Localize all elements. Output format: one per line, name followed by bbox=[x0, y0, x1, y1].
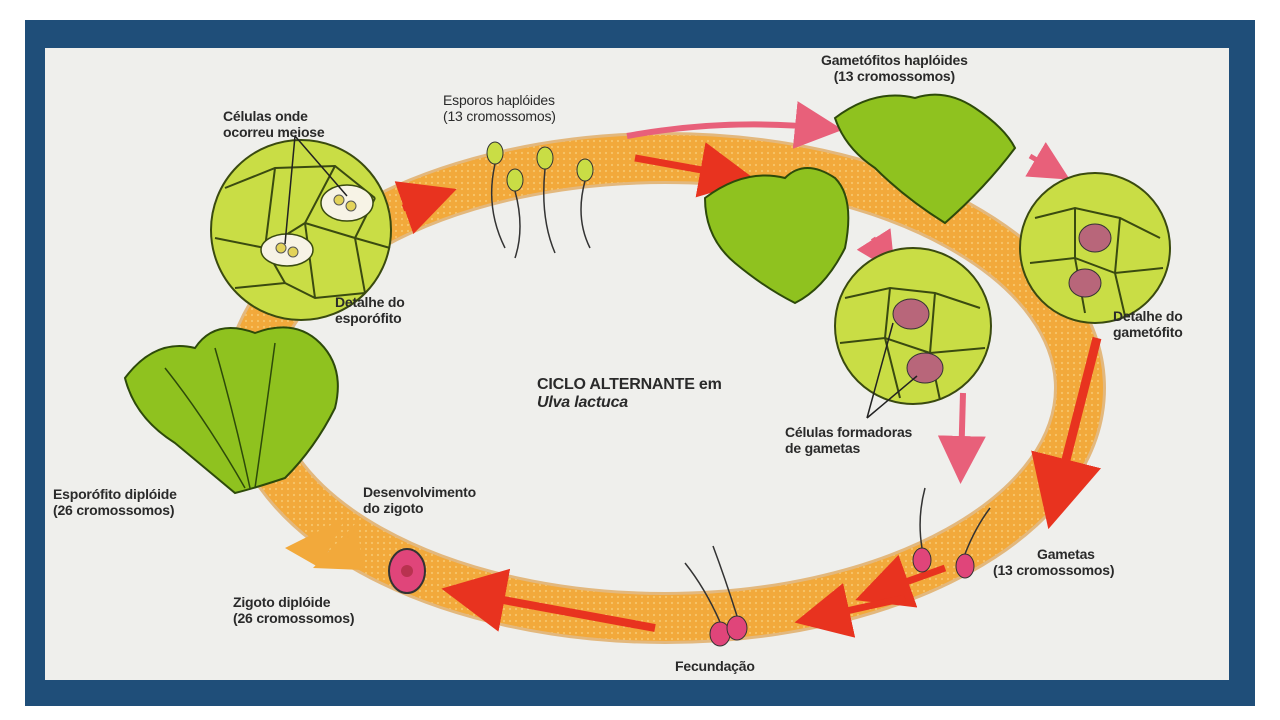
gametes-drawing bbox=[912, 487, 991, 579]
label-zigoto-line2: (26 cromossomos) bbox=[233, 610, 355, 626]
label-esporofito-line1: Esporófito diplóide bbox=[53, 486, 177, 502]
label-esporofito-line2: (26 cromossomos) bbox=[53, 502, 175, 518]
label-detalhe-esporofito-line2: esporófito bbox=[335, 310, 402, 326]
cycle-title-line2: Ulva lactuca bbox=[537, 394, 628, 411]
label-detalhe-esporofito-line1: Detalhe do bbox=[335, 294, 405, 310]
label-celulas-formadoras-line1: Células formadoras bbox=[785, 424, 913, 440]
label-celulas-formadoras-line2: de gametas bbox=[785, 440, 861, 456]
red-flow-arrows bbox=[394, 142, 1102, 638]
label-fecundacao: Fecundação bbox=[675, 658, 755, 674]
life-cycle-drawing bbox=[123, 93, 1171, 647]
label-celulas-formadoras: Células formadoras de gametas bbox=[785, 424, 912, 456]
label-celulas-meiose: Células onde ocorreu meiose bbox=[223, 108, 325, 140]
gametophyte-thalli bbox=[703, 93, 1017, 305]
label-gametofitos: Gametófitos haplóides (13 cromossomos) bbox=[821, 52, 968, 84]
diagram-canvas: CICLO ALTERNANTE em Ulva lactuca Células… bbox=[45, 48, 1229, 680]
cycle-title-line1: CICLO ALTERNANTE em bbox=[537, 376, 722, 393]
label-gametas: Gametas (13 cromossomos) bbox=[993, 546, 1114, 578]
label-gametofitos-line1: Gametófitos haplóides bbox=[821, 52, 968, 68]
label-fecundacao-text: Fecundação bbox=[675, 658, 755, 674]
label-esporos: Esporos haplóides (13 cromossomos) bbox=[443, 92, 556, 124]
zygote-drawing bbox=[388, 548, 426, 594]
label-detalhe-esporofito: Detalhe do esporófito bbox=[335, 294, 405, 326]
label-esporofito-diploide: Esporófito diplóide (26 cromossomos) bbox=[53, 486, 177, 518]
sporophyte-detail-circle bbox=[210, 135, 392, 321]
label-esporos-line2: (13 cromossomos) bbox=[443, 108, 556, 124]
label-gametas-line1: Gametas bbox=[1037, 546, 1095, 562]
gametophyte-detail-circles bbox=[834, 172, 1171, 419]
label-celulas-meiose-line2: ocorreu meiose bbox=[223, 124, 325, 140]
label-zigoto: Zigoto diplóide (26 cromossomos) bbox=[233, 594, 354, 626]
label-celulas-meiose-line1: Células onde bbox=[223, 108, 308, 124]
label-gametofitos-line2: (13 cromossomos) bbox=[833, 68, 955, 84]
cycle-title: CICLO ALTERNANTE em Ulva lactuca bbox=[537, 376, 722, 412]
label-detalhe-gametofito-line2: gametófito bbox=[1113, 324, 1183, 340]
spores-drawing bbox=[486, 141, 594, 259]
label-desenvolvimento: Desenvolvimento do zigoto bbox=[363, 484, 476, 516]
label-gametas-line2: (13 cromossomos) bbox=[993, 562, 1115, 578]
label-desenvolvimento-line1: Desenvolvimento bbox=[363, 484, 476, 500]
label-zigoto-line1: Zigoto diplóide bbox=[233, 594, 331, 610]
label-detalhe-gametofito: Detalhe do gametófito bbox=[1113, 308, 1183, 340]
label-esporos-line1: Esporos haplóides bbox=[443, 92, 555, 108]
label-detalhe-gametofito-line1: Detalhe do bbox=[1113, 308, 1183, 324]
sporophyte-thallus bbox=[123, 326, 339, 495]
fecundation-drawing bbox=[684, 545, 748, 647]
label-desenvolvimento-line2: do zigoto bbox=[363, 500, 424, 516]
